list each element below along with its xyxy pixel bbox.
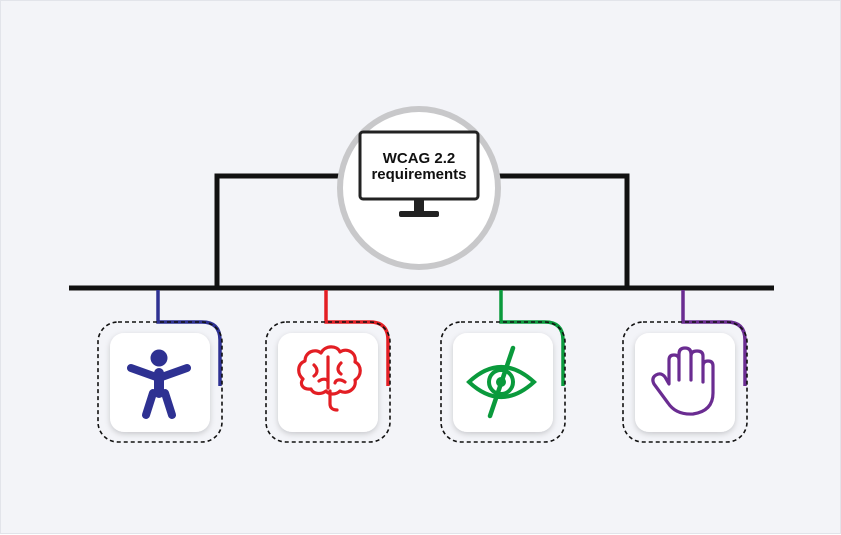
- center-title-line1: WCAG 2.2: [383, 150, 456, 167]
- category-node-motor: [622, 290, 748, 443]
- category-node-cognitive: [265, 290, 391, 443]
- hand-icon: [651, 346, 715, 416]
- center-node: WCAG 2.2 requirements: [337, 106, 501, 270]
- left-branch-line: [214, 173, 341, 288]
- mobility-dashed-frame: [97, 321, 223, 443]
- motor-dashed-frame: [622, 321, 748, 443]
- visual-dashed-frame: [440, 321, 566, 443]
- eye-slash-icon: [466, 345, 537, 419]
- center-title-line2: requirements: [371, 166, 466, 183]
- accessibility-person-icon: [127, 349, 191, 419]
- cognitive-dashed-frame: [265, 321, 391, 443]
- connector-lines: [69, 173, 774, 291]
- right-branch-line: [497, 173, 630, 288]
- monitor-icon: [358, 130, 480, 217]
- brain-icon: [297, 345, 362, 412]
- category-node-mobility: [97, 290, 223, 443]
- category-node-visual: [440, 290, 566, 443]
